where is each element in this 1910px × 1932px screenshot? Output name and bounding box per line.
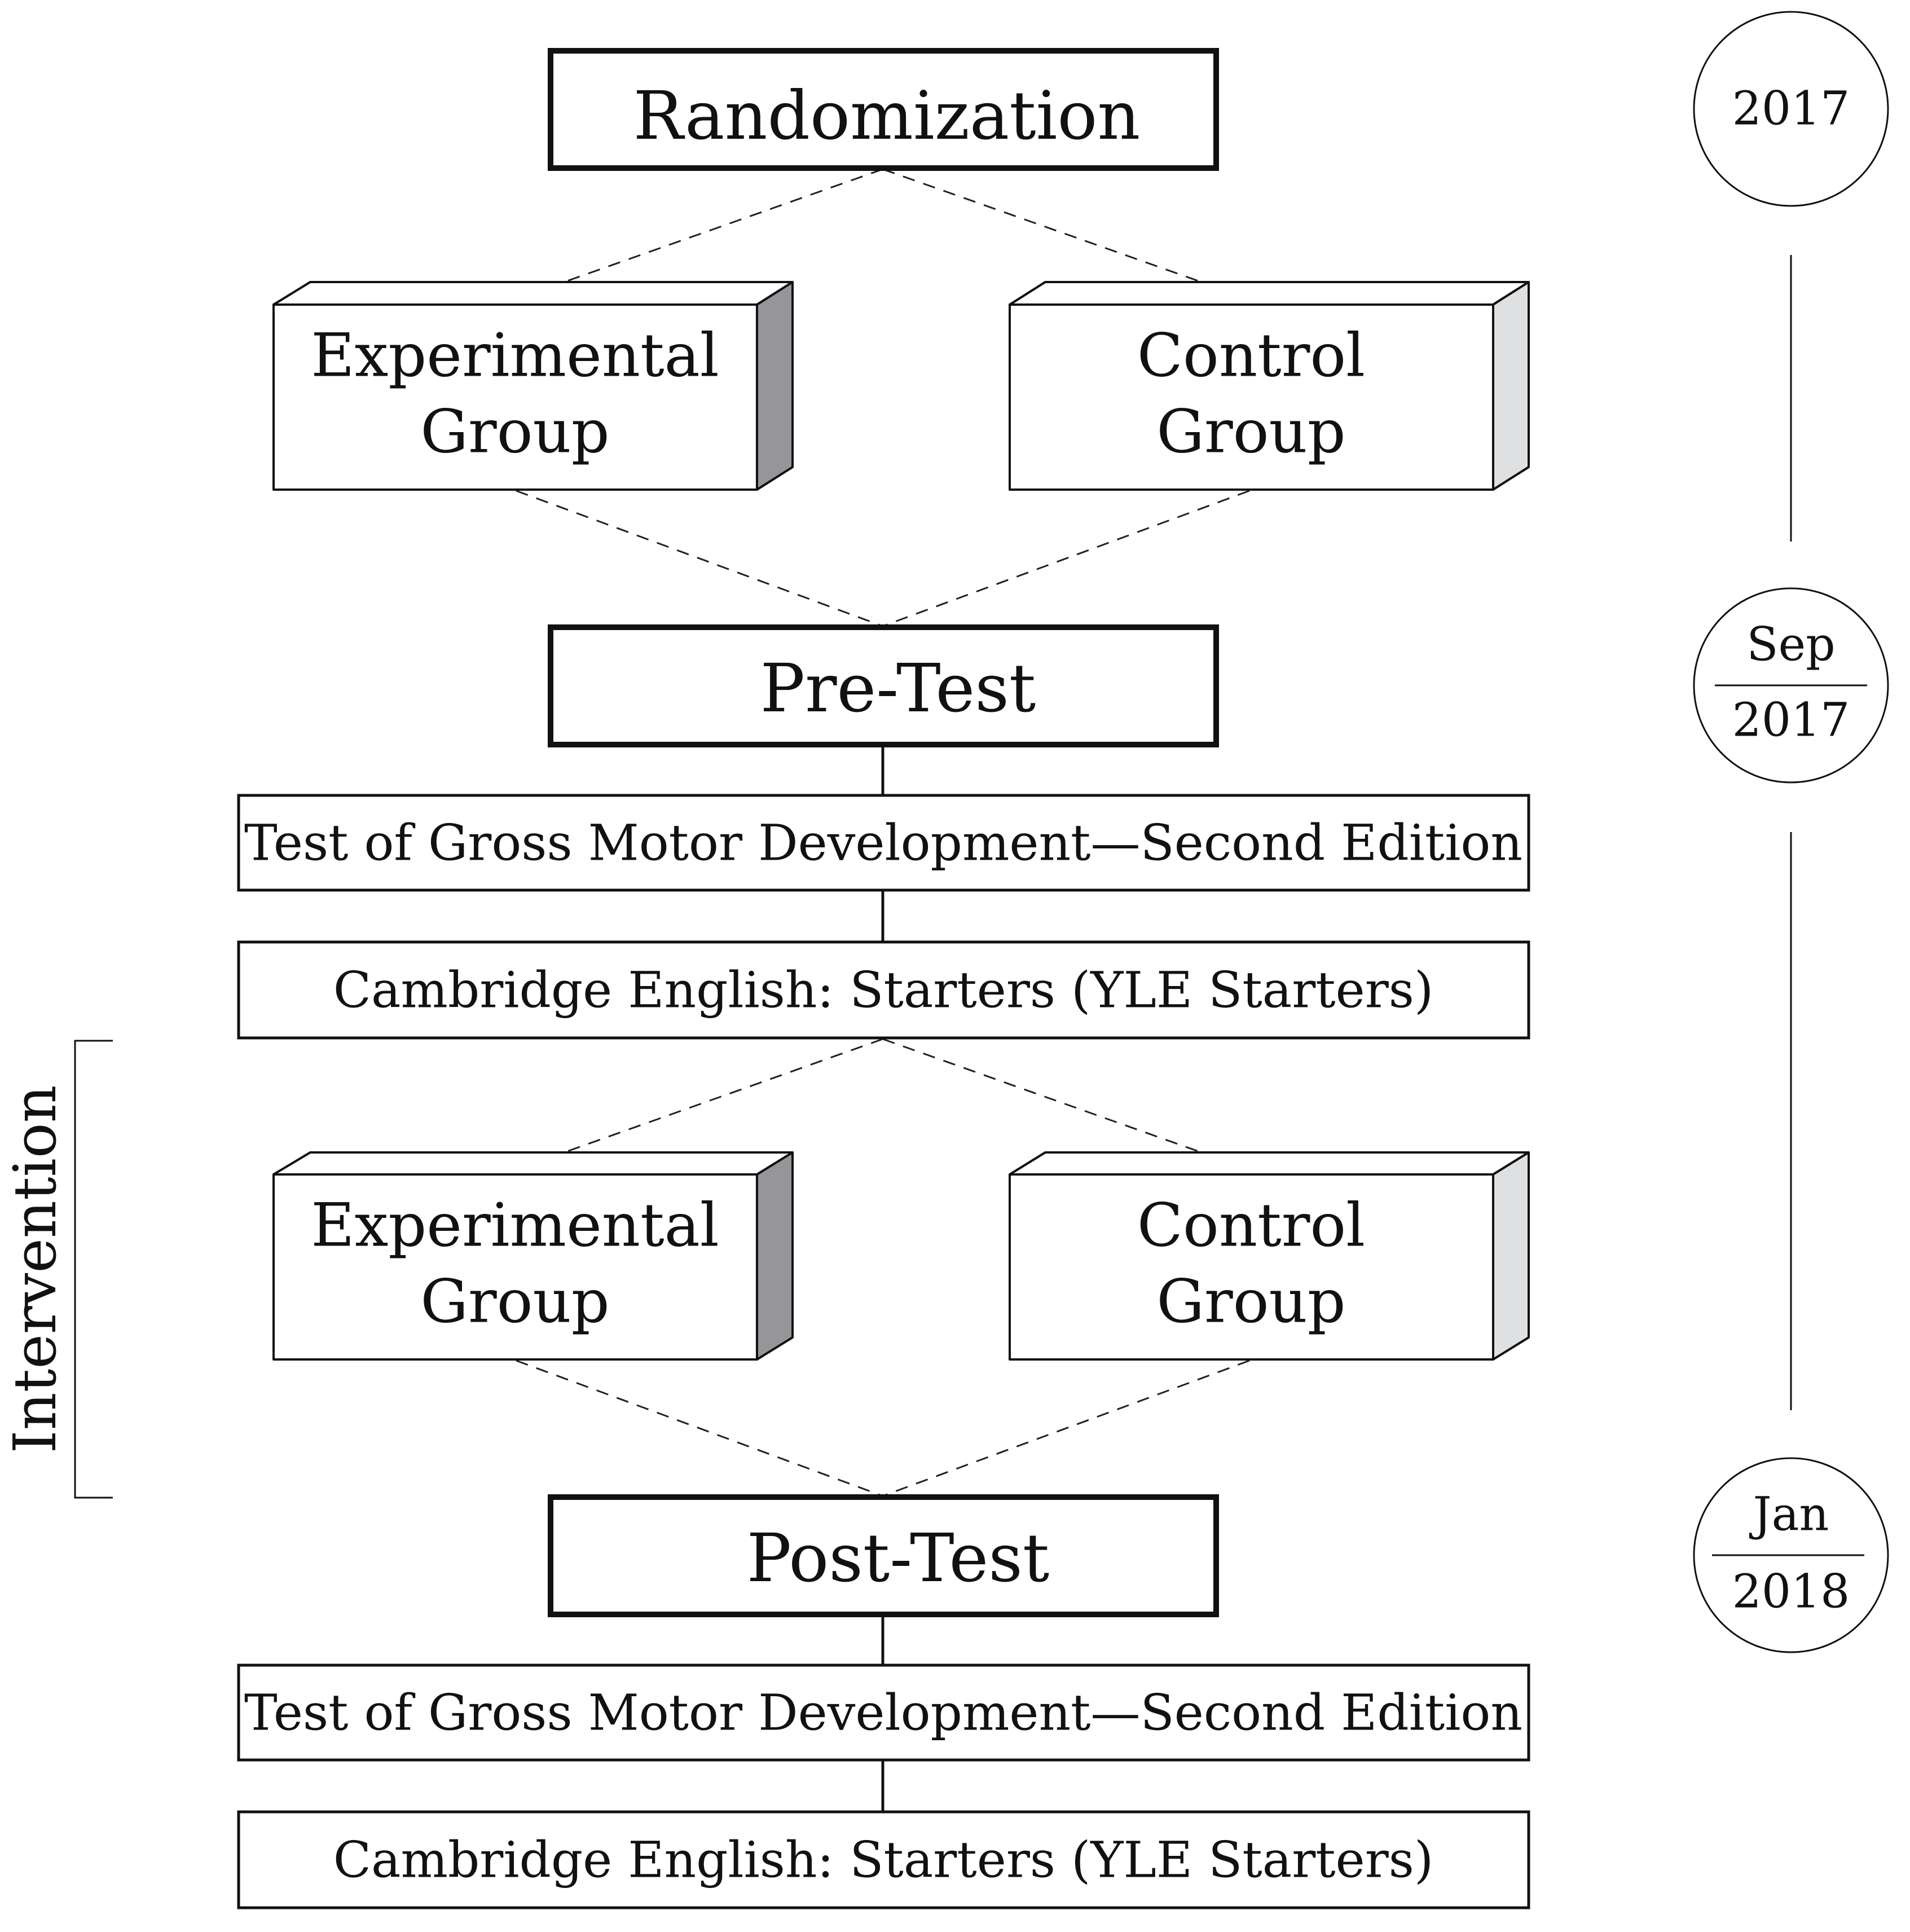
pre-test-label: Pre-Test [760,649,1036,727]
control-group-top-face [1009,281,1530,306]
experimental-group-2-top-face [272,1151,794,1176]
connector-randomization-control [882,168,1202,283]
pre-test-test-box-1: Test of Gross Motor Development—Second E… [237,794,1530,892]
intervention-bracket: Intervention [1,1040,113,1499]
control-group-2-label-line2: Group [1156,1267,1345,1336]
control-group-box-2: Control Group [1009,1151,1530,1361]
intervention-bracket-line [74,1040,113,1499]
experimental-group-box: Experimental Group [272,281,794,491]
pre-test-test-label-2: Cambridge English: Starters (YLE Starter… [333,961,1434,1019]
experimental-group-top-face [272,281,794,306]
experimental-group-2-label-line2: Group [420,1267,609,1336]
experimental-group-label-line1: Experimental [311,321,719,390]
experimental-group-label-line2: Group [420,397,609,467]
connector-test2-control [882,1038,1202,1154]
experimental-group-2-side-face [756,1151,794,1361]
post-test-box: Post-Test [548,1494,1219,1617]
post-test-label: Post-Test [747,1519,1050,1597]
experimental-group-2-label-line1: Experimental [311,1191,719,1260]
randomization-label: Randomization [633,77,1141,155]
connector-test2-experimental [564,1038,883,1154]
connector-control-posttest [882,1359,1250,1497]
intervention-label: Intervention [1,1085,69,1453]
timeline-marker-2017-label: 2017 [1732,82,1850,136]
control-group-side-face [1492,281,1530,491]
control-group-label-line2: Group [1156,397,1345,467]
post-test-test-label-1: Test of Gross Motor Development—Second E… [244,1684,1522,1742]
control-group-2-label-line1: Control [1137,1191,1365,1260]
connectors [516,168,1250,1812]
pre-test-test-box-2: Cambridge English: Starters (YLE Starter… [237,940,1530,1040]
control-group-label-line1: Control [1137,321,1365,390]
control-group-2-top-face [1009,1151,1530,1176]
timeline-marker-2017: 2017 [1693,11,1889,207]
timeline-marker-jan-2018-month: Jan [1749,1488,1829,1542]
experimental-group-side-face [756,281,794,491]
control-group-2-side-face [1492,1151,1530,1361]
post-test-test-label-2: Cambridge English: Starters (YLE Starter… [333,1831,1434,1889]
timeline-marker-sep-2017-month: Sep [1746,618,1835,672]
connector-experimental-pretest [516,490,883,627]
timeline-marker-jan-2018: Jan 2018 [1693,1457,1889,1653]
connector-experimental-posttest [516,1359,883,1497]
post-test-test-box-2: Cambridge English: Starters (YLE Starter… [237,1810,1530,1909]
connector-control-pretest [882,490,1250,627]
timeline-marker-sep-2017: Sep 2017 [1693,587,1889,784]
timeline: 2017 Sep 2017 Jan 2018 [1693,11,1889,1653]
post-test-test-box-1: Test of Gross Motor Development—Second E… [237,1663,1530,1762]
randomization-box: Randomization [548,48,1219,171]
pre-test-test-label-1: Test of Gross Motor Development—Second E… [244,814,1522,872]
control-group-box: Control Group [1009,281,1530,491]
pre-test-box: Pre-Test [548,624,1219,747]
experimental-group-box-2: Experimental Group [272,1151,794,1361]
connector-randomization-experimental [564,168,883,283]
timeline-marker-sep-2017-year: 2017 [1732,694,1850,747]
timeline-marker-jan-2018-year: 2018 [1732,1565,1850,1619]
